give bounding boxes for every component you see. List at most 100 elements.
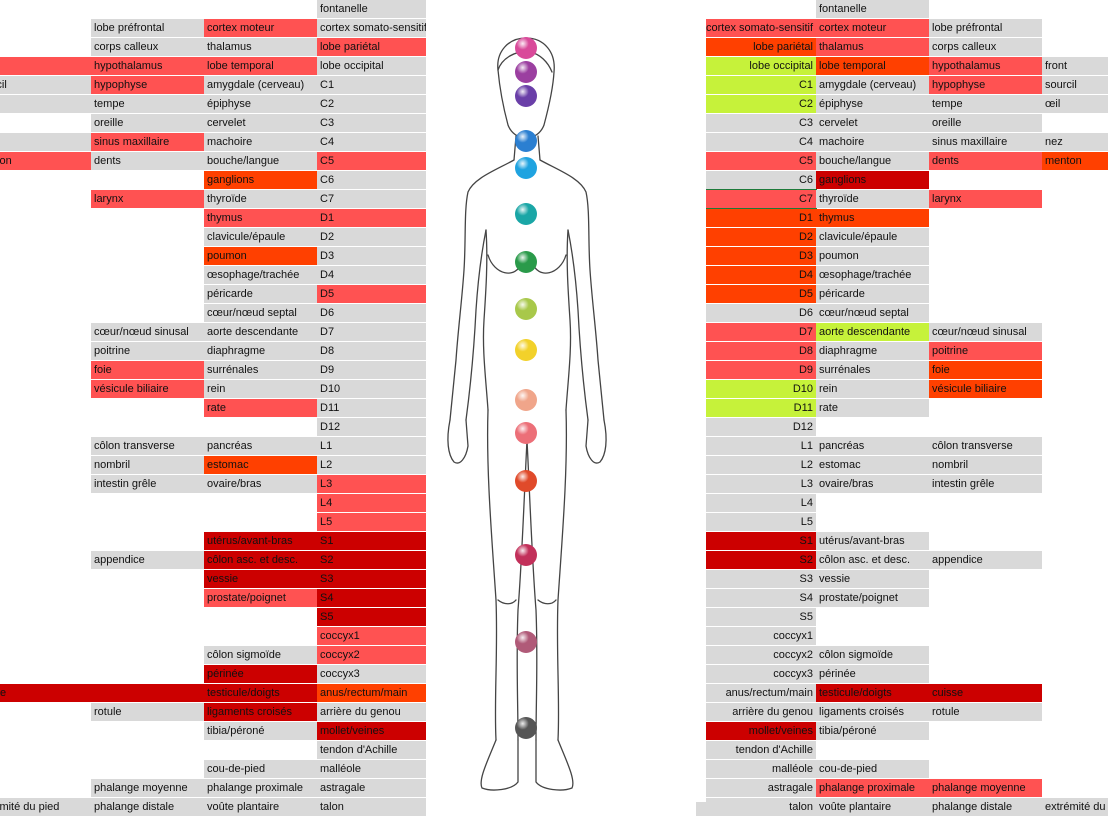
spreadsheet-cell[interactable]: surrénales	[816, 361, 929, 379]
spreadsheet-cell[interactable]	[1042, 266, 1108, 284]
spreadsheet-cell[interactable]: phalange proximale	[204, 779, 317, 797]
spreadsheet-cell[interactable]: talon	[696, 798, 816, 816]
spreadsheet-cell[interactable]	[91, 209, 204, 227]
spreadsheet-cell[interactable]: clavicule/épaule	[816, 228, 929, 246]
spreadsheet-cell[interactable]: D3	[696, 247, 816, 265]
spreadsheet-cell[interactable]: lobe temporal	[204, 57, 317, 75]
spreadsheet-cell[interactable]: clavicule/épaule	[204, 228, 317, 246]
spreadsheet-cell[interactable]	[1042, 646, 1108, 664]
spreadsheet-cell[interactable]: cœur/nœud sinusal	[929, 323, 1042, 341]
spreadsheet-cell[interactable]	[1042, 551, 1108, 569]
spreadsheet-cell[interactable]	[1042, 513, 1108, 531]
spreadsheet-cell[interactable]: cortex moteur	[816, 19, 929, 37]
spreadsheet-cell[interactable]: cou-de-pied	[204, 760, 317, 778]
spreadsheet-cell[interactable]: péricarde	[204, 285, 317, 303]
spreadsheet-cell[interactable]: C1	[696, 76, 816, 94]
spreadsheet-cell[interactable]	[91, 646, 204, 664]
spreadsheet-cell[interactable]	[929, 741, 1042, 759]
spreadsheet-cell[interactable]	[929, 494, 1042, 512]
spreadsheet-cell[interactable]	[0, 361, 91, 379]
spreadsheet-cell[interactable]: L5	[696, 513, 816, 531]
spreadsheet-cell[interactable]	[0, 114, 91, 132]
spreadsheet-cell[interactable]: arrière du genou	[317, 703, 426, 721]
spreadsheet-cell[interactable]	[1042, 323, 1108, 341]
spreadsheet-cell[interactable]: larynx	[929, 190, 1042, 208]
spreadsheet-cell[interactable]: rotule	[929, 703, 1042, 721]
spreadsheet-cell[interactable]: testicule/doigts	[204, 684, 317, 702]
spreadsheet-cell[interactable]: C7	[695, 189, 817, 209]
spreadsheet-cell[interactable]: sinus maxillaire	[91, 133, 204, 151]
spreadsheet-cell[interactable]: malléole	[696, 760, 816, 778]
spreadsheet-cell[interactable]	[929, 247, 1042, 265]
spreadsheet-cell[interactable]	[1042, 627, 1108, 645]
spreadsheet-cell[interactable]	[0, 399, 91, 417]
spreadsheet-cell[interactable]: côlon asc. et desc.	[816, 551, 929, 569]
spreadsheet-cell[interactable]: C1	[317, 76, 426, 94]
spreadsheet-cell[interactable]	[1042, 494, 1108, 512]
spreadsheet-cell[interactable]: D9	[317, 361, 426, 379]
spreadsheet-cell[interactable]	[0, 551, 91, 569]
spreadsheet-cell[interactable]: C3	[317, 114, 426, 132]
spreadsheet-cell[interactable]: rotule	[91, 703, 204, 721]
spreadsheet-cell[interactable]	[0, 646, 91, 664]
spreadsheet-cell[interactable]: D3	[317, 247, 426, 265]
spreadsheet-cell[interactable]: extrémité du pied	[1042, 798, 1108, 816]
spreadsheet-cell[interactable]	[929, 608, 1042, 626]
spreadsheet-cell[interactable]: nez	[1042, 133, 1108, 151]
spreadsheet-cell[interactable]: S4	[696, 589, 816, 607]
spreadsheet-cell[interactable]: tibia/péroné	[816, 722, 929, 740]
spreadsheet-cell[interactable]	[0, 304, 91, 322]
spreadsheet-cell[interactable]	[91, 665, 204, 683]
spreadsheet-cell[interactable]: D5	[696, 285, 816, 303]
spreadsheet-cell[interactable]: poitrine	[929, 342, 1042, 360]
spreadsheet-cell[interactable]: D7	[317, 323, 426, 341]
spreadsheet-cell[interactable]: cou-de-pied	[816, 760, 929, 778]
spreadsheet-cell[interactable]: utérus/avant-bras	[204, 532, 317, 550]
spreadsheet-cell[interactable]	[0, 247, 91, 265]
spreadsheet-cell[interactable]	[1042, 437, 1108, 455]
spreadsheet-cell[interactable]: sourcil	[1042, 76, 1108, 94]
spreadsheet-cell[interactable]	[1042, 608, 1108, 626]
spreadsheet-cell[interactable]	[1042, 361, 1108, 379]
spreadsheet-cell[interactable]	[204, 513, 317, 531]
spreadsheet-cell[interactable]: S2	[696, 551, 816, 569]
spreadsheet-cell[interactable]	[1042, 418, 1108, 436]
spreadsheet-cell[interactable]	[91, 513, 204, 531]
spreadsheet-cell[interactable]	[929, 228, 1042, 246]
spreadsheet-cell[interactable]	[91, 285, 204, 303]
spreadsheet-cell[interactable]: mollet/veines	[696, 722, 816, 740]
spreadsheet-cell[interactable]: coccyx3	[696, 665, 816, 683]
spreadsheet-cell[interactable]: D4	[696, 266, 816, 284]
spreadsheet-cell[interactable]: dents	[929, 152, 1042, 170]
spreadsheet-cell[interactable]	[1042, 380, 1108, 398]
spreadsheet-cell[interactable]: coccyx1	[696, 627, 816, 645]
spreadsheet-cell[interactable]	[929, 646, 1042, 664]
spreadsheet-cell[interactable]	[91, 570, 204, 588]
spreadsheet-cell[interactable]: astragale	[696, 779, 816, 797]
spreadsheet-cell[interactable]: oreille	[929, 114, 1042, 132]
spreadsheet-cell[interactable]: appendice	[929, 551, 1042, 569]
spreadsheet-cell[interactable]: foie	[91, 361, 204, 379]
spreadsheet-cell[interactable]	[1042, 456, 1108, 474]
spreadsheet-cell[interactable]: L2	[317, 456, 426, 474]
spreadsheet-cell[interactable]	[91, 741, 204, 759]
spreadsheet-cell[interactable]: rate	[204, 399, 317, 417]
spreadsheet-cell[interactable]	[0, 494, 91, 512]
spreadsheet-cell[interactable]: cortex somato-sensitif	[696, 19, 816, 37]
spreadsheet-cell[interactable]	[1042, 684, 1108, 702]
spreadsheet-cell[interactable]: sinus maxillaire	[929, 133, 1042, 151]
spreadsheet-cell[interactable]: foie	[929, 361, 1042, 379]
spreadsheet-cell[interactable]: menton	[0, 152, 91, 170]
spreadsheet-cell[interactable]	[204, 627, 317, 645]
spreadsheet-cell[interactable]: cuisse	[0, 684, 91, 702]
spreadsheet-cell[interactable]	[204, 418, 317, 436]
spreadsheet-cell[interactable]: D4	[317, 266, 426, 284]
spreadsheet-cell[interactable]	[929, 760, 1042, 778]
spreadsheet-cell[interactable]: diaphragme	[204, 342, 317, 360]
spreadsheet-cell[interactable]: L1	[317, 437, 426, 455]
spreadsheet-cell[interactable]	[0, 741, 91, 759]
spreadsheet-cell[interactable]: ganglions	[204, 171, 317, 189]
spreadsheet-cell[interactable]	[91, 171, 204, 189]
spreadsheet-cell[interactable]	[929, 722, 1042, 740]
spreadsheet-cell[interactable]: nombril	[91, 456, 204, 474]
